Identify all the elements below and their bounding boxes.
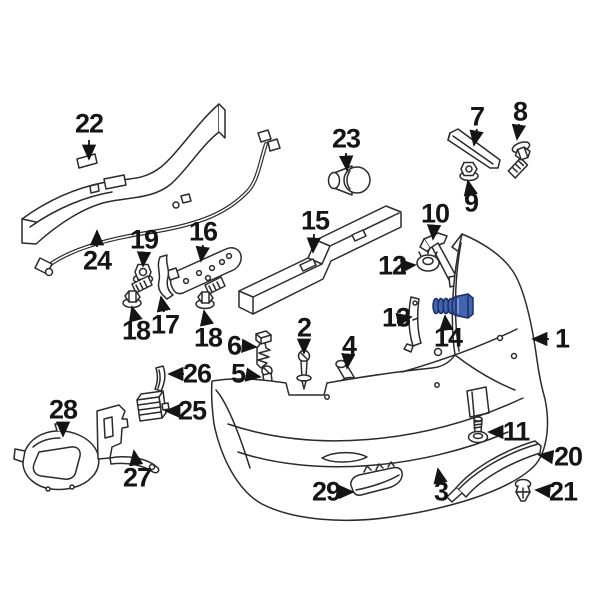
callout-10[interactable]: 10 bbox=[420, 198, 450, 229]
callout-8[interactable]: 8 bbox=[512, 96, 528, 127]
callout-3[interactable]: 3 bbox=[433, 476, 449, 507]
part-park-sensor[interactable] bbox=[327, 165, 371, 196]
part-step-pad-20[interactable] bbox=[446, 440, 542, 503]
part-nut-9[interactable] bbox=[459, 161, 479, 182]
callout-18a[interactable]: 18 bbox=[121, 315, 151, 346]
callout-26[interactable]: 26 bbox=[182, 358, 212, 389]
part-clip-21[interactable] bbox=[514, 478, 532, 502]
part-side-bracket-13[interactable] bbox=[403, 296, 422, 353]
callout-2[interactable]: 2 bbox=[296, 312, 312, 343]
callout-24[interactable]: 24 bbox=[82, 245, 112, 276]
callout-5[interactable]: 5 bbox=[230, 358, 246, 389]
callout-6[interactable]: 6 bbox=[226, 330, 242, 361]
part-filler-piece-26[interactable] bbox=[154, 365, 166, 392]
callout-12[interactable]: 12 bbox=[377, 250, 407, 281]
callout-7[interactable]: 7 bbox=[469, 101, 485, 132]
callout-25[interactable]: 25 bbox=[177, 395, 207, 426]
part-bolt-18a[interactable] bbox=[122, 275, 153, 309]
part-ribbed-pad-25[interactable] bbox=[136, 390, 170, 422]
callout-1[interactable]: 1 bbox=[554, 323, 570, 354]
callout-29[interactable]: 29 bbox=[311, 476, 341, 507]
callout-16[interactable]: 16 bbox=[188, 216, 218, 247]
callout-21[interactable]: 21 bbox=[548, 476, 578, 507]
part-splash-shield-28[interactable] bbox=[13, 423, 100, 492]
part-bolt-highlighted-14[interactable] bbox=[432, 293, 474, 319]
callout-11[interactable]: 11 bbox=[502, 416, 531, 447]
callout-14[interactable]: 14 bbox=[433, 322, 463, 353]
callout-20[interactable]: 20 bbox=[553, 441, 583, 472]
callout-27[interactable]: 27 bbox=[122, 462, 152, 493]
part-small-bracket-17[interactable] bbox=[157, 254, 174, 300]
callout-4[interactable]: 4 bbox=[341, 330, 357, 361]
part-grommet-nut-12[interactable] bbox=[416, 249, 440, 272]
callout-arrows bbox=[55, 123, 555, 500]
part-bolt-8[interactable] bbox=[499, 139, 540, 181]
callout-22[interactable]: 22 bbox=[74, 108, 104, 139]
callout-17[interactable]: 17 bbox=[150, 309, 180, 340]
part-retainer-clip-6[interactable] bbox=[255, 330, 272, 369]
callout-28[interactable]: 28 bbox=[48, 394, 78, 425]
part-reflector-29[interactable] bbox=[350, 461, 403, 496]
part-side-bracket-strip-7[interactable] bbox=[447, 128, 501, 169]
part-mount-bracket[interactable] bbox=[166, 247, 242, 295]
callout-13[interactable]: 13 bbox=[381, 302, 411, 333]
callout-23[interactable]: 23 bbox=[331, 123, 361, 154]
part-push-pin-2[interactable] bbox=[296, 349, 312, 390]
callout-9[interactable]: 9 bbox=[463, 187, 479, 218]
part-impact-bar[interactable] bbox=[21, 103, 226, 245]
callout-18b[interactable]: 18 bbox=[193, 322, 223, 353]
callout-19[interactable]: 19 bbox=[129, 224, 159, 255]
part-wiring-harness[interactable] bbox=[34, 129, 281, 277]
callout-15[interactable]: 15 bbox=[300, 205, 330, 236]
